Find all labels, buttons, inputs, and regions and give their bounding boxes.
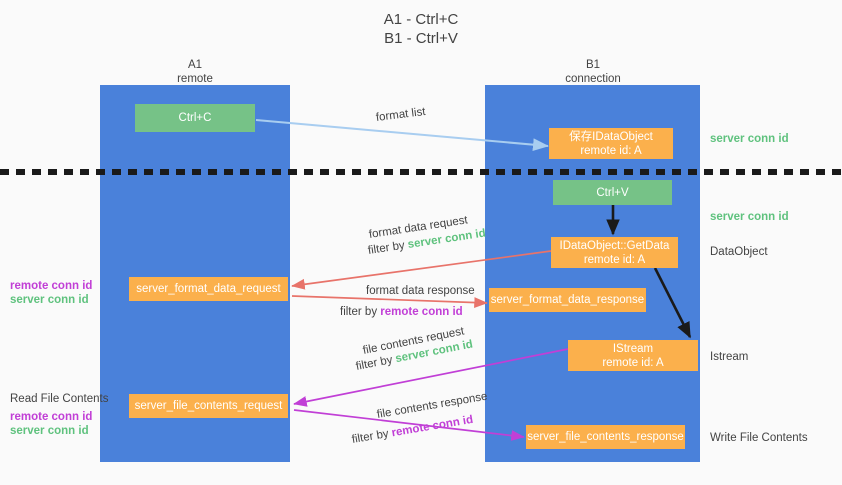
box-server-file-contents-response[interactable]: server_file_contents_response (526, 425, 685, 449)
title-line-1: A1 - Ctrl+C (383, 11, 459, 28)
lane-b1-header: B1 connection (533, 58, 653, 86)
box-save-idataobject-line2: remote id: A (580, 144, 642, 157)
lane-a1-subtitle: remote (177, 73, 213, 85)
annotation-dataobject: DataObject (710, 246, 768, 258)
box-ctrl-v[interactable]: Ctrl+V (553, 180, 672, 205)
annotation-file-server-conn-id: server conn id (10, 425, 89, 437)
edge-label-format-data-response: format data response (366, 285, 475, 297)
box-istream-line1: IStream (612, 342, 654, 355)
edge-label-format-data-response-filter: filter by remote conn id (340, 305, 463, 319)
filter-prefix-3: filter by (354, 353, 397, 373)
annotation-server-conn-id-mid: server conn id (710, 211, 789, 223)
edge-label-file-contents-response-filter: filter by remote conn id (351, 413, 474, 447)
filter-prefix-1: filter by (367, 239, 409, 257)
box-idataobject-getdata-line2: remote id: A (583, 253, 646, 266)
box-ctrl-c[interactable]: Ctrl+C (135, 104, 255, 132)
box-istream[interactable]: IStream remote id: A (568, 340, 698, 371)
annotation-write-file-contents: Write File Contents (710, 432, 808, 444)
box-save-idataobject[interactable]: 保存IDataObject remote id: A (549, 128, 673, 159)
box-ctrl-v-label: Ctrl+V (596, 186, 629, 199)
filter-value-remote-conn-id-1: remote conn id (380, 306, 463, 318)
title-line-2: B1 - Ctrl+V (384, 30, 458, 47)
lane-a1-header: A1 remote (135, 58, 255, 86)
annotation-format-remote-conn-id: remote conn id (10, 280, 93, 292)
box-server-file-contents-request-label: server_file_contents_request (134, 400, 283, 412)
box-ctrl-c-label: Ctrl+C (178, 112, 212, 124)
filter-prefix-4: filter by (351, 427, 393, 446)
filter-prefix-2: filter by (340, 306, 381, 318)
lane-a1-title: A1 (187, 59, 203, 71)
annotation-format-server-conn-id: server conn id (10, 294, 89, 306)
annotation-read-file-contents: Read File Contents (10, 393, 109, 405)
box-idataobject-getdata[interactable]: IDataObject::GetData remote id: A (551, 237, 678, 268)
box-server-format-data-request-label: server_format_data_request (136, 283, 281, 295)
box-istream-line2: remote id: A (602, 356, 664, 369)
annotation-server-conn-id-top: server conn id (710, 133, 789, 145)
box-server-file-contents-request[interactable]: server_file_contents_request (129, 394, 288, 418)
box-idataobject-getdata-line1: IDataObject::GetData (559, 239, 670, 252)
box-save-idataobject-line1: 保存IDataObject (569, 130, 653, 143)
lane-b1-subtitle: connection (565, 73, 621, 85)
box-server-format-data-request[interactable]: server_format_data_request (129, 277, 288, 301)
annotation-file-remote-conn-id: remote conn id (10, 411, 93, 423)
lane-b1-title: B1 (585, 59, 601, 71)
box-server-file-contents-response-label: server_file_contents_response (527, 431, 684, 443)
box-server-format-data-response-label: server_format_data_response (490, 294, 645, 306)
edge-label-format-list: format list (375, 105, 427, 124)
annotation-istream: Istream (710, 351, 749, 363)
box-server-format-data-response[interactable]: server_format_data_response (489, 288, 646, 312)
diagram-title: A1 - Ctrl+C B1 - Ctrl+V (0, 10, 842, 48)
